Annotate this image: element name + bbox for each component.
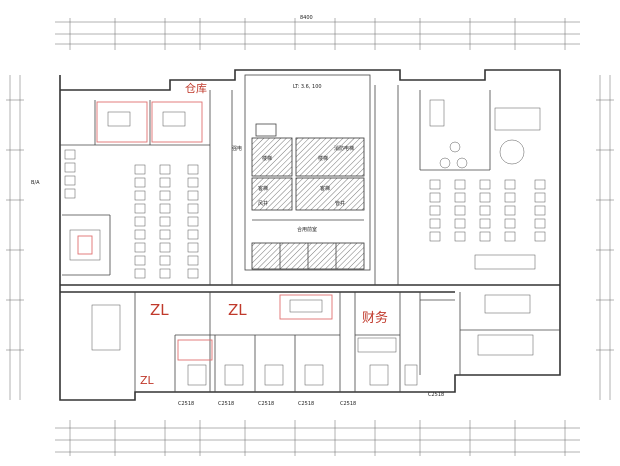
desk	[429, 179, 441, 190]
desk	[454, 205, 466, 216]
stair-note: LT: 3.6, 100	[293, 84, 322, 90]
desk	[187, 203, 199, 214]
desk	[159, 229, 171, 240]
desk	[187, 177, 199, 188]
desk	[429, 218, 441, 229]
desk	[429, 231, 441, 242]
desk	[504, 231, 516, 242]
desk	[454, 179, 466, 190]
window-tag: C2518	[428, 392, 444, 398]
side-axis-lines	[6, 75, 614, 400]
desk	[134, 255, 146, 266]
room-a-label: 管井	[335, 200, 345, 207]
exterior-walls	[59, 69, 561, 401]
desk	[134, 242, 146, 253]
desk	[64, 175, 76, 186]
stair-a	[251, 137, 293, 177]
desk	[479, 179, 491, 190]
desk	[134, 268, 146, 279]
desk	[429, 192, 441, 203]
interior-walls	[60, 85, 560, 392]
desk	[454, 192, 466, 203]
window-tag: C2518	[340, 401, 356, 407]
fire-lift-label: 消防电梯	[334, 145, 354, 152]
shaft-label: 强电	[232, 145, 242, 152]
desk	[504, 192, 516, 203]
desk	[134, 190, 146, 201]
finance-note: 财务	[362, 310, 388, 326]
window-tag: C2518	[258, 401, 274, 407]
desk	[187, 229, 199, 240]
desk	[159, 203, 171, 214]
desk	[479, 218, 491, 229]
desk	[159, 164, 171, 175]
desk	[159, 242, 171, 253]
window-tag: C2518	[218, 401, 234, 407]
desk	[187, 255, 199, 266]
stair-b-label: 楼梯	[318, 155, 328, 162]
desk	[479, 192, 491, 203]
desk	[159, 177, 171, 188]
desk	[187, 164, 199, 175]
desk	[534, 192, 546, 203]
desk	[534, 218, 546, 229]
lift-a-label: 客梯	[258, 185, 268, 192]
desk	[504, 179, 516, 190]
bottom-dimension-lines	[55, 420, 580, 456]
handwritten-notes: 仓库 ZL ZL 财务 ZL	[140, 81, 388, 387]
left-axis-text: B/A	[31, 180, 40, 186]
desk	[479, 231, 491, 242]
top-dimension-text: 8400	[300, 15, 313, 21]
zl-note-2: ZL	[228, 301, 247, 319]
desk	[429, 205, 441, 216]
storage-note: 仓库	[185, 81, 207, 95]
desk	[159, 255, 171, 266]
desk	[504, 218, 516, 229]
desk	[134, 164, 146, 175]
room-b-label: 风井	[258, 200, 268, 207]
desk	[534, 205, 546, 216]
building-core: LT: 3.6, 100 强电 合用前室 客梯 客梯 消防电梯 楼梯 楼梯 管井…	[232, 74, 371, 271]
lift-b-label: 客梯	[320, 185, 330, 192]
lift-a	[251, 177, 293, 211]
desk	[534, 231, 546, 242]
desk	[134, 229, 146, 240]
lift-b	[295, 177, 365, 211]
right-meeting-area	[429, 99, 541, 356]
desk	[64, 162, 76, 173]
desk	[64, 149, 76, 160]
zl-note-1: ZL	[150, 301, 169, 319]
corner-note: ZL	[140, 374, 155, 387]
open-office-desks	[64, 149, 546, 279]
desk	[134, 216, 146, 227]
top-dimension-lines: 8400	[55, 15, 580, 50]
stair-b	[295, 137, 365, 177]
desk	[454, 231, 466, 242]
window-tag: C2518	[178, 401, 194, 407]
window-tag: C2518	[298, 401, 314, 407]
desk	[187, 216, 199, 227]
desk	[134, 203, 146, 214]
desk	[534, 179, 546, 190]
desk	[479, 205, 491, 216]
desk	[454, 218, 466, 229]
desk	[159, 268, 171, 279]
desk	[187, 242, 199, 253]
desk	[159, 216, 171, 227]
stair-a-label: 楼梯	[262, 155, 272, 162]
desk	[134, 177, 146, 188]
desk	[187, 268, 199, 279]
desk	[504, 205, 516, 216]
lift-hall-label: 合用前室	[297, 226, 317, 233]
window-tags: C2518 C2518 C2518 C2518 C2518 C2518	[178, 392, 444, 407]
desk	[159, 190, 171, 201]
desk	[64, 188, 76, 199]
lower-offices	[177, 337, 418, 386]
top-left-rooms	[96, 101, 203, 143]
desk	[187, 190, 199, 201]
left-conference	[69, 229, 333, 351]
